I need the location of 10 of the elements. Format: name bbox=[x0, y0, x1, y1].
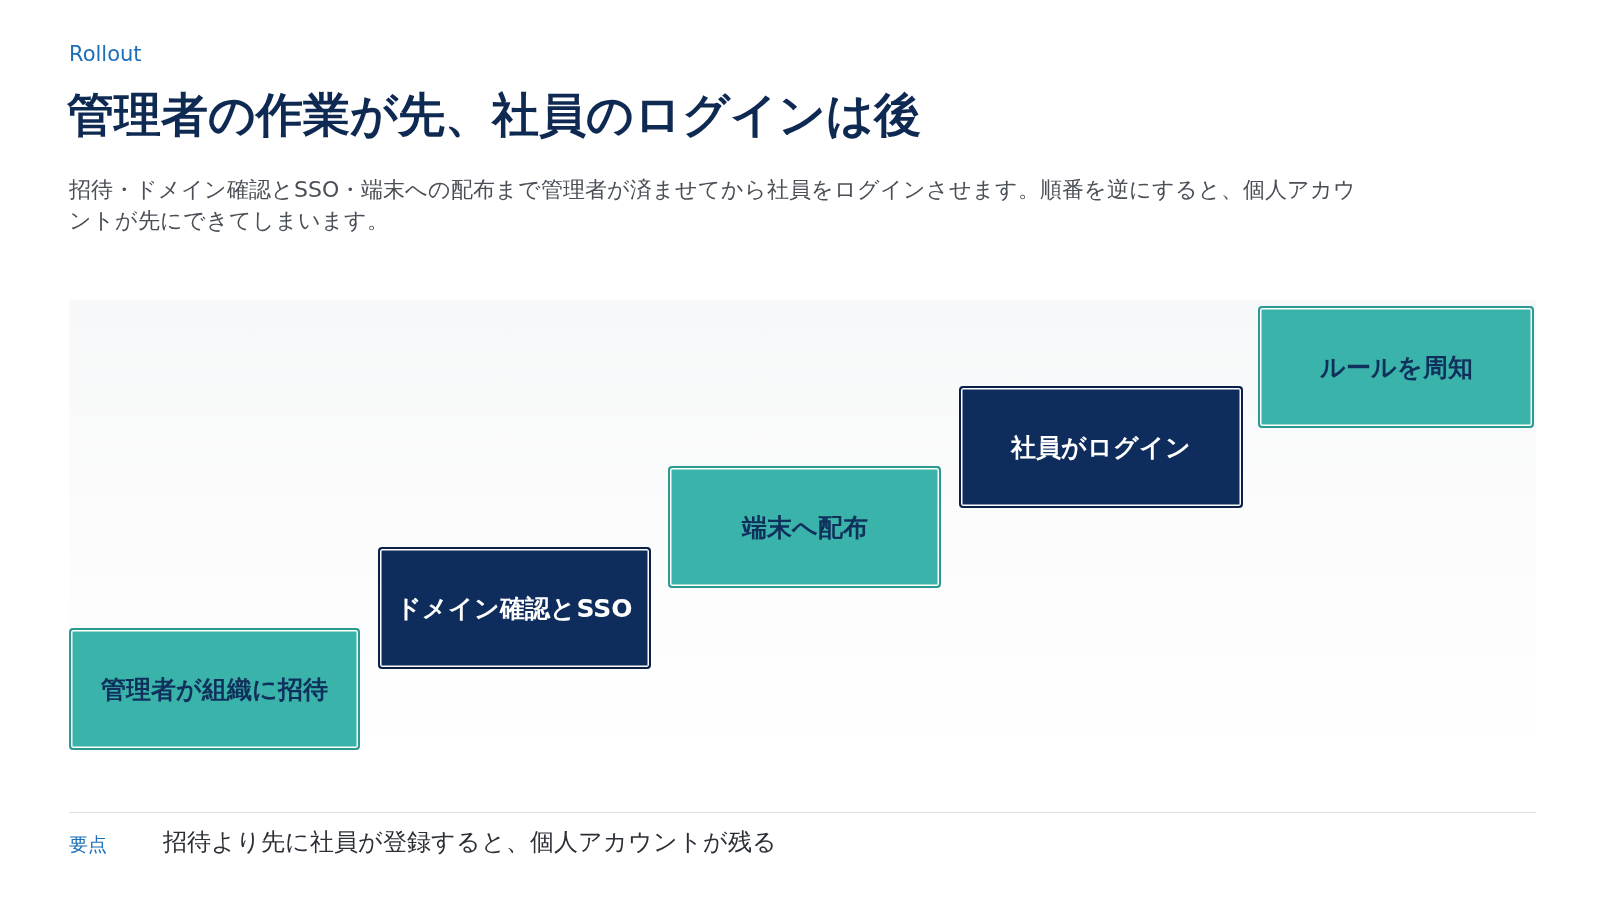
step-box: ドメイン確認とSSO bbox=[378, 547, 651, 669]
key-point-text: 招待より先に社員が登録すると、個人アカウントが残る bbox=[163, 827, 777, 858]
step-box: 管理者が組織に招待 bbox=[69, 628, 360, 750]
step-box: 端末へ配布 bbox=[668, 466, 941, 588]
title-text: 管理者の作業が先、社員のログインは後 bbox=[67, 86, 921, 144]
kicker-text: Rollout bbox=[69, 42, 142, 66]
key-point-heading: 要点 bbox=[69, 832, 107, 857]
step-box: ルールを周知 bbox=[1258, 306, 1534, 428]
subtitle-text: 招待・ドメイン確認とSSO・端末への配布まで管理者が済ませてから社員をログインさせます。順番を逆にすると、個人アカウントが先にできてしまいます。 bbox=[69, 176, 1358, 235]
step-box: 社員がログイン bbox=[959, 386, 1243, 508]
